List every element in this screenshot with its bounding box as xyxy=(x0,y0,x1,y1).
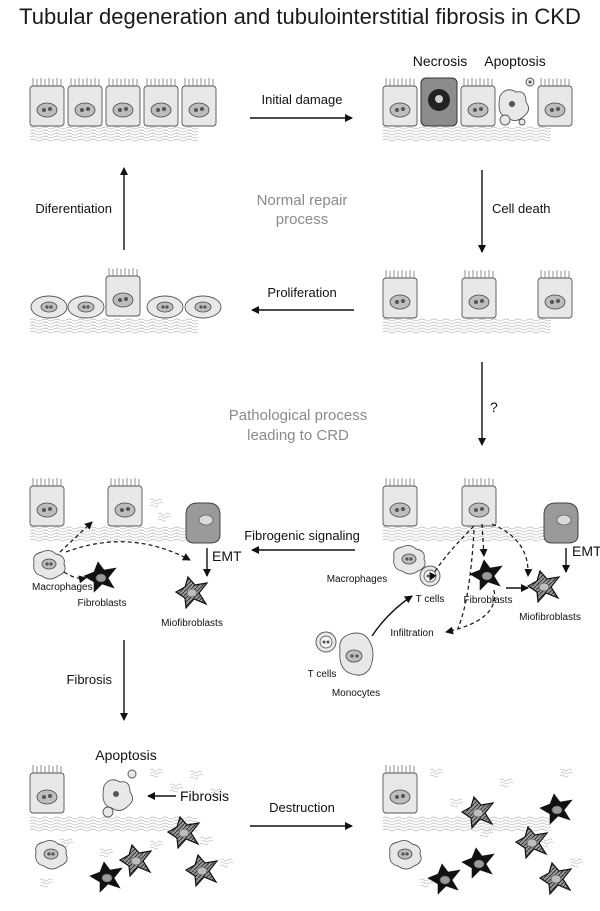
question-label: ? xyxy=(490,399,498,415)
infiltration-right-scene xyxy=(315,477,579,676)
t-cells-right-label: T cells xyxy=(416,594,445,605)
normal-repair-line2: process xyxy=(276,211,329,228)
fibrosis-inline-label: Fibrosis xyxy=(180,788,229,804)
emt-right-label: EMT xyxy=(572,543,600,559)
infiltration-label: Infiltration xyxy=(390,628,433,639)
fibroblasts-left-label: Fibroblasts xyxy=(78,598,127,609)
diagram-title: Tubular degeneration and tubulointerstit… xyxy=(19,4,581,29)
destroyed-tissue-scene xyxy=(382,764,584,895)
cell-death-label: Cell death xyxy=(492,201,551,216)
proliferating-epithelium xyxy=(29,267,222,334)
damaged-epithelium xyxy=(382,77,573,142)
apoptosis-label-bottom: Apoptosis xyxy=(95,747,156,763)
fibrogenic-left-scene xyxy=(29,477,221,609)
fibrogenic-signaling-label: Fibrogenic signaling xyxy=(244,528,360,543)
pathological-line1: Pathological process xyxy=(229,407,367,424)
macrophages-left-label: Macrophages xyxy=(32,582,93,593)
miofibroblasts-right-label: Miofibroblasts xyxy=(519,612,581,623)
apoptotic-cell xyxy=(498,77,535,126)
proliferation-label: Proliferation xyxy=(267,285,336,300)
t-cells-bottom-label: T cells xyxy=(308,669,337,680)
necrosis-label: Necrosis xyxy=(413,53,467,69)
healthy-epithelium xyxy=(29,77,217,142)
normal-repair-line1: Normal repair xyxy=(257,192,348,209)
fibroblasts-right-label: Fibroblasts xyxy=(464,595,513,606)
emt-left-label: EMT xyxy=(212,548,242,564)
monocytes-label: Monocytes xyxy=(332,688,380,699)
destruction-label: Destruction xyxy=(269,800,335,815)
fibrotic-left-scene xyxy=(29,764,234,893)
pathological-line2: leading to CRD xyxy=(247,427,349,444)
fibrosis-arrow-label: Fibrosis xyxy=(66,672,112,687)
miofibroblasts-left-label: Miofibroblasts xyxy=(161,618,223,629)
initial-damage-label: Initial damage xyxy=(262,92,343,107)
diferentiation-label: Diferentiation xyxy=(35,201,112,216)
macrophages-right-label: Macrophages xyxy=(327,574,388,585)
apoptosis-label-top: Apoptosis xyxy=(484,53,545,69)
denuded-epithelium xyxy=(382,269,573,334)
infiltration-arrow xyxy=(371,595,413,637)
